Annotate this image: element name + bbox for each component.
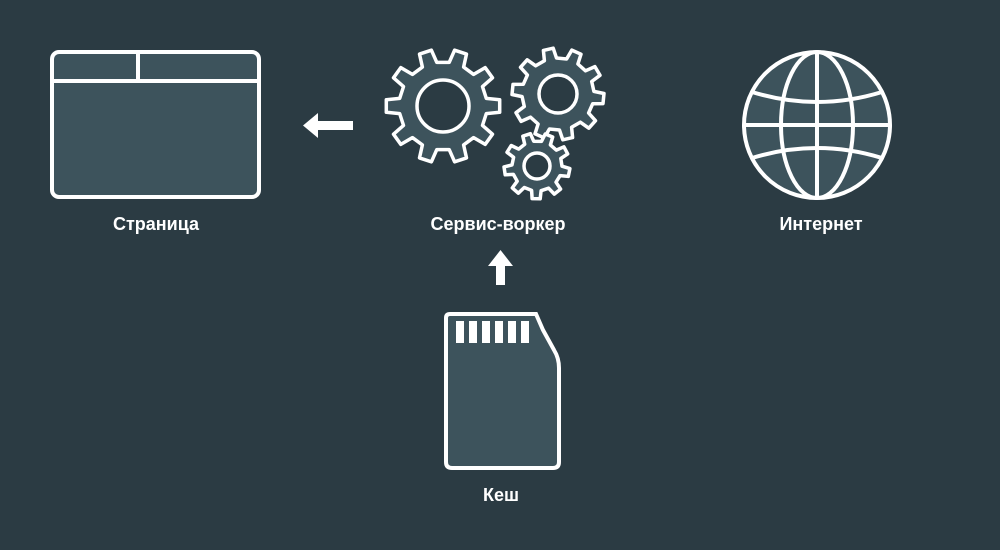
browser-window-icon [50,50,261,199]
arrow-up-icon [488,250,513,285]
arrow-left-icon [303,113,353,138]
globe-icon [742,50,892,200]
gears-icon [384,46,606,201]
large-gear-hole [415,78,471,134]
memory-card-icon [444,312,561,470]
small-gear-hole [522,151,552,181]
internet-label: Интернет [779,214,863,234]
cache-label: Кеш [483,485,519,505]
service-worker-label: Сервис-воркер [430,214,566,234]
medium-gear-hole [537,73,579,115]
page-label: Страница [112,214,200,234]
